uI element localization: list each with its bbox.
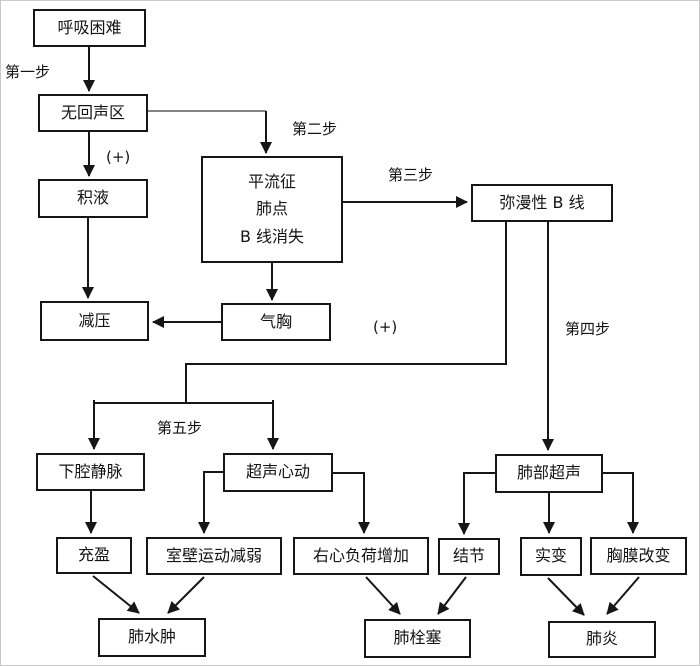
node-diffuse-b-lines: 弥漫性 B 线 — [471, 184, 613, 222]
arrow-pleural-to-pneumonia — [606, 576, 640, 615]
node-dyspnea: 呼吸困难 — [33, 9, 146, 47]
arrow-wall-motion-to-edema — [167, 576, 205, 614]
node-pulmonary-edema: 肺水肿 — [98, 618, 206, 657]
node-decompression: 减压 — [40, 301, 149, 341]
node-right-heart-load-increased: 右心负荷增加 — [293, 537, 429, 575]
node-pulmonary-edema-label: 肺水肿 — [127, 627, 176, 647]
node-anechoic-zone: 无回声区 — [38, 94, 148, 132]
node-right-heart-load-increased-label: 右心负荷增加 — [312, 545, 409, 565]
node-pneumonia-label: 肺炎 — [585, 629, 618, 649]
arrow-lungus-to-nodules — [458, 472, 495, 535]
arrow-consolidation-to-pneumonia — [547, 577, 585, 616]
arrow-right-heart-to-embolism — [365, 576, 401, 615]
node-wall-motion-weakened-label: 室壁运动减弱 — [165, 545, 262, 565]
node-echocardiography: 超声心动 — [223, 453, 333, 492]
arrow-echo-to-right-heart — [333, 472, 370, 534]
node-dyspnea-label: 呼吸困难 — [57, 17, 122, 37]
node-nodules: 结节 — [438, 538, 500, 575]
node-pneumothorax-signs: 平流征 肺点 B 线消失 — [201, 156, 343, 263]
label-step-2: 第二步 — [292, 120, 338, 138]
node-pneumothorax: 气胸 — [221, 303, 331, 341]
node-signs-line-3: B 线消失 — [239, 226, 305, 246]
node-effusion: 积液 — [38, 179, 148, 218]
node-consolidation: 实变 — [520, 537, 582, 576]
connector-diffuse-to-split — [94, 222, 507, 404]
node-filling: 充盈 — [56, 537, 132, 574]
arrow-nodules-to-embolism — [437, 576, 467, 615]
node-lung-ultrasound: 肺部超声 — [495, 454, 603, 493]
arrow-lungus-to-pleural — [603, 472, 639, 534]
node-nodules-label: 结节 — [452, 546, 485, 566]
label-step-1: 第一步 — [5, 63, 51, 81]
arrow-echo-to-wall-motion — [198, 471, 223, 534]
node-pulmonary-embolism: 肺栓塞 — [364, 619, 471, 658]
node-consolidation-label: 实变 — [534, 546, 567, 566]
node-pulmonary-embolism-label: 肺栓塞 — [393, 628, 442, 648]
node-echocardiography-label: 超声心动 — [245, 462, 310, 482]
node-effusion-label: 积液 — [76, 188, 109, 208]
node-anechoic-zone-label: 无回声区 — [60, 102, 125, 122]
node-pneumonia: 肺炎 — [548, 621, 656, 658]
node-signs-line-1: 平流征 — [247, 171, 296, 191]
node-inferior-vena-cava: 下腔静脉 — [36, 453, 145, 491]
node-diffuse-b-lines-label: 弥漫性 B 线 — [499, 192, 585, 212]
label-plus-effusion: (+) — [106, 148, 131, 166]
node-inferior-vena-cava-label: 下腔静脉 — [58, 461, 123, 481]
label-step-5: 第五步 — [157, 419, 203, 437]
node-pleural-changes-label: 胸膜改变 — [606, 545, 671, 565]
node-lung-ultrasound-label: 肺部超声 — [516, 463, 581, 483]
node-decompression-label: 减压 — [78, 310, 111, 330]
node-wall-motion-weakened: 室壁运动减弱 — [146, 537, 282, 575]
label-step-4: 第四步 — [565, 320, 611, 338]
node-signs-line-2: 肺点 — [255, 199, 288, 219]
node-pneumothorax-label: 气胸 — [259, 311, 292, 331]
arrow-filling-to-edema — [92, 575, 140, 614]
label-plus-b-lines: (+) — [373, 318, 398, 336]
node-filling-label: 充盈 — [77, 545, 110, 565]
label-step-3: 第三步 — [388, 166, 434, 184]
node-pleural-changes: 胸膜改变 — [590, 537, 687, 575]
